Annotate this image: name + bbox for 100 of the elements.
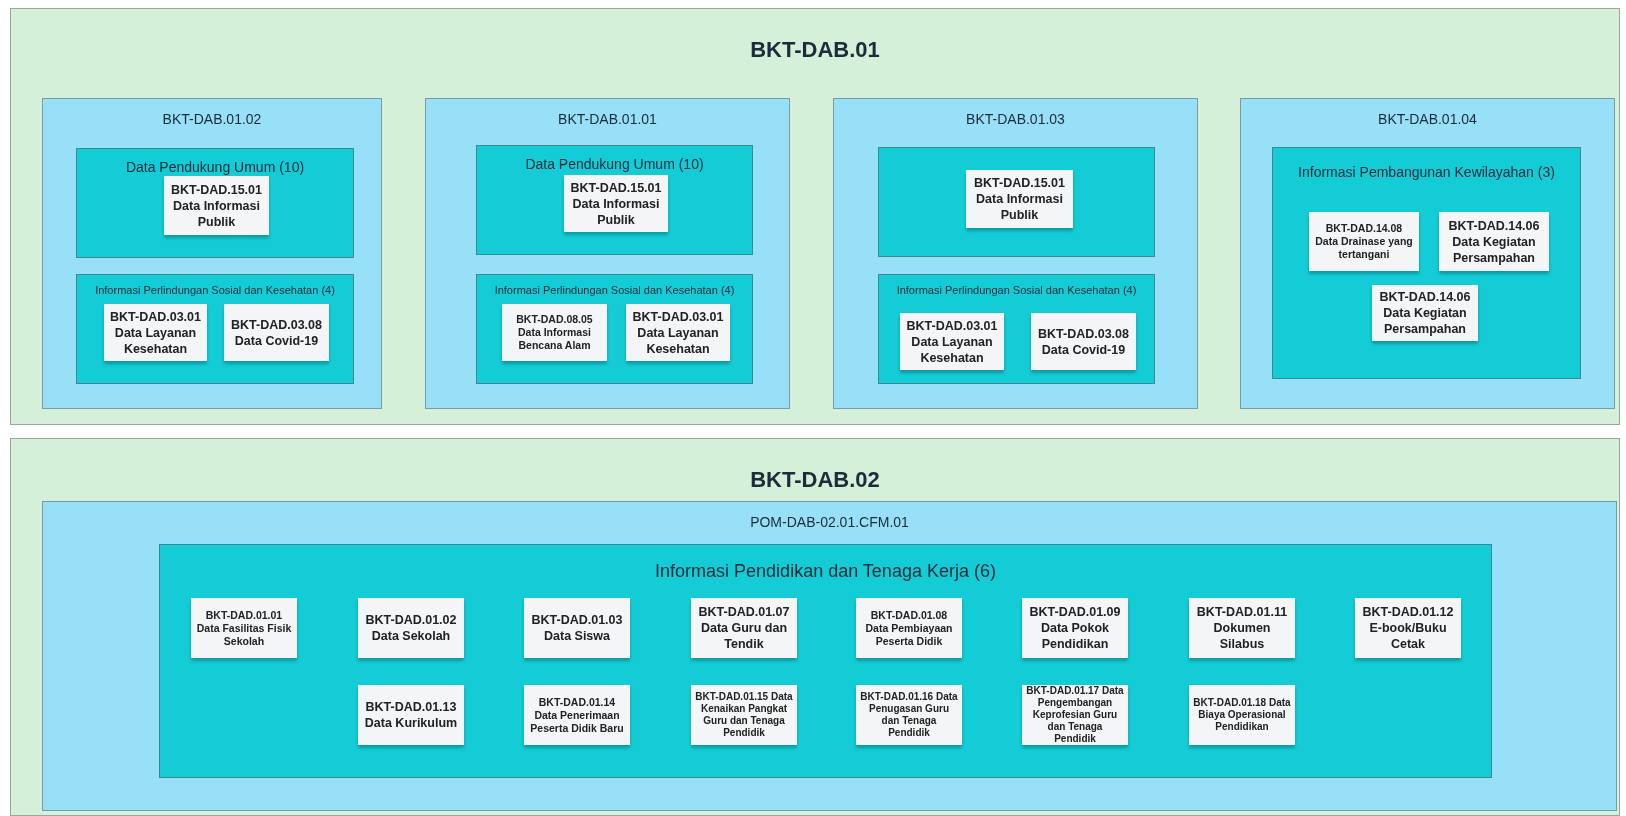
- card-code: BKT-DAD.03.08: [231, 316, 322, 333]
- data-card: [1309, 212, 1419, 271]
- category-panel: [1272, 147, 1581, 379]
- card-code: BKT-DAD.01.11: [1196, 604, 1288, 620]
- panel-title: BKT-DAB.02: [749, 467, 881, 493]
- data-card: [1189, 685, 1295, 745]
- panel-title: Informasi Perlindungan Sosial dan Kesehatan (4): [493, 284, 736, 296]
- card-code: BKT-DAD.01.12: [1362, 604, 1454, 620]
- data-card: [856, 598, 962, 658]
- group-panel: [10, 438, 1620, 816]
- data-card: [1189, 598, 1295, 658]
- category-panel: [476, 274, 753, 384]
- data-card: [691, 685, 797, 745]
- panel-title: BKT-DAB.01.02: [161, 111, 263, 127]
- card-code: BKT-DAD.01.09: [1029, 604, 1121, 620]
- card-title: Data Layanan Kesehatan: [636, 324, 720, 357]
- card-title: Data Kegiatan Persampahan: [1382, 305, 1468, 337]
- card-title: Data Pokok Pendidikan: [1039, 620, 1111, 652]
- card-title: Data Kegiatan Persampahan: [1451, 233, 1537, 266]
- data-card: [164, 176, 269, 235]
- panel-title: BKT-DAB.01: [749, 37, 881, 63]
- category-panel: [878, 147, 1155, 257]
- card-title: Data Fasilitas Fisik Sekolah: [195, 621, 293, 648]
- card-title: Dokumen Silabus: [1212, 620, 1272, 652]
- card-code: BKT-DAD.01.01: [205, 608, 283, 622]
- panel-title: BKT-DAB.01.03: [965, 111, 1066, 127]
- panel-title: POM-DAB-02.01.CFM.01: [749, 514, 910, 530]
- card-code: BKT-DAD.03.01: [110, 308, 201, 325]
- card-code: BKT-DAD.01.13: [365, 699, 457, 715]
- data-card: [626, 304, 730, 361]
- data-card: [502, 304, 607, 361]
- card-title: Data Sekolah: [371, 628, 451, 644]
- panel-title: BKT-DAB.01.01: [557, 111, 658, 127]
- card-title: Data Kurikulum: [364, 715, 458, 731]
- data-card: [1031, 313, 1136, 370]
- section-panel: [833, 98, 1198, 409]
- card-title: Data Covid-19: [1041, 341, 1126, 358]
- card-title: Data Pembiayaan Peserta Didik: [864, 621, 954, 648]
- card-text: BKT-DAD.01.16 Data Penugasan Guru dan Tenaga Pendidik: [860, 691, 958, 739]
- data-card: [524, 685, 630, 745]
- card-title: Data Informasi Publik: [172, 197, 261, 230]
- card-title: Data Informasi Publik: [975, 191, 1064, 223]
- data-card: [1372, 285, 1478, 341]
- card-title: Data Informasi Publik: [571, 195, 661, 228]
- card-code: BKT-DAD.14.08: [1325, 222, 1403, 235]
- data-card: [856, 685, 962, 745]
- data-card: [358, 598, 464, 658]
- panel-title: Informasi Perlindungan Sosial dan Kesehatan (4): [895, 284, 1138, 296]
- panel-title: Data Pendukung Umum (10): [124, 159, 306, 175]
- category-panel: [159, 544, 1492, 778]
- data-card: [358, 685, 464, 745]
- card-title: Data Informasi Bencana Alam: [517, 326, 592, 352]
- card-code: BKT-DAD.15.01: [974, 175, 1065, 191]
- card-code: BKT-DAD.01.02: [365, 612, 457, 628]
- category-panel: [76, 148, 354, 258]
- data-card: [224, 304, 329, 361]
- card-title: Data Layanan Kesehatan: [113, 324, 198, 357]
- panel-title: Informasi Pendidikan dan Tenaga Kerja (6): [654, 561, 997, 582]
- card-title: Data Guru dan Tendik: [699, 620, 789, 652]
- data-card: [564, 175, 668, 232]
- card-code: BKT-DAD.01.14: [538, 695, 616, 709]
- section-panel: [1240, 98, 1615, 409]
- data-card: [966, 170, 1073, 228]
- card-code: BKT-DAD.14.06: [1379, 289, 1471, 305]
- card-title: Data Penerimaan Peserta Didik Baru: [529, 708, 625, 735]
- section-panel: [42, 501, 1617, 811]
- card-code: BKT-DAD.14.06: [1448, 217, 1540, 234]
- card-title: Data Layanan Kesehatan: [910, 333, 994, 366]
- card-title: E-book/Buku Cetak: [1368, 620, 1448, 652]
- card-code: BKT-DAD.03.01: [632, 308, 724, 325]
- section-panel: [42, 98, 382, 409]
- data-card: [1355, 598, 1461, 658]
- panel-title: Informasi Pembangunan Kewilayahan (3): [1297, 164, 1556, 180]
- data-card: [104, 304, 207, 361]
- category-panel: [476, 145, 753, 255]
- card-title: Data Covid-19: [234, 332, 319, 349]
- panel-title: BKT-DAB.01.04: [1377, 111, 1478, 127]
- group-panel: [10, 8, 1620, 425]
- card-code: BKT-DAD.15.01: [570, 179, 662, 196]
- card-code: BKT-DAD.03.01: [906, 317, 998, 334]
- data-card: [524, 598, 630, 658]
- card-code: BKT-DAD.15.01: [171, 181, 262, 198]
- card-code: BKT-DAD.03.08: [1038, 325, 1129, 342]
- card-code: BKT-DAD.08.05: [516, 313, 593, 326]
- panel-title: Informasi Perlindungan Sosial dan Kesehatan (4): [94, 284, 336, 296]
- data-card: [900, 313, 1004, 370]
- card-code: BKT-DAD.01.08: [870, 608, 948, 622]
- data-card: [1022, 598, 1128, 658]
- data-card: [191, 598, 297, 658]
- data-card: [691, 598, 797, 658]
- card-code: BKT-DAD.01.03: [531, 612, 623, 628]
- card-text: BKT-DAD.01.18 Data Biaya Operasional Pendidikan: [1193, 697, 1291, 733]
- section-panel: [425, 98, 790, 409]
- category-panel: [76, 274, 354, 384]
- card-title: Data Siswa: [544, 628, 610, 644]
- card-code: BKT-DAD.01.07: [698, 604, 790, 620]
- category-panel: [878, 274, 1155, 384]
- card-title: Data Drainase yang tertangani: [1314, 235, 1414, 261]
- card-text: BKT-DAD.01.15 Data Kenaikan Pangkat Guru dan Tenaga Pendidik: [695, 691, 793, 739]
- data-card: [1439, 212, 1549, 271]
